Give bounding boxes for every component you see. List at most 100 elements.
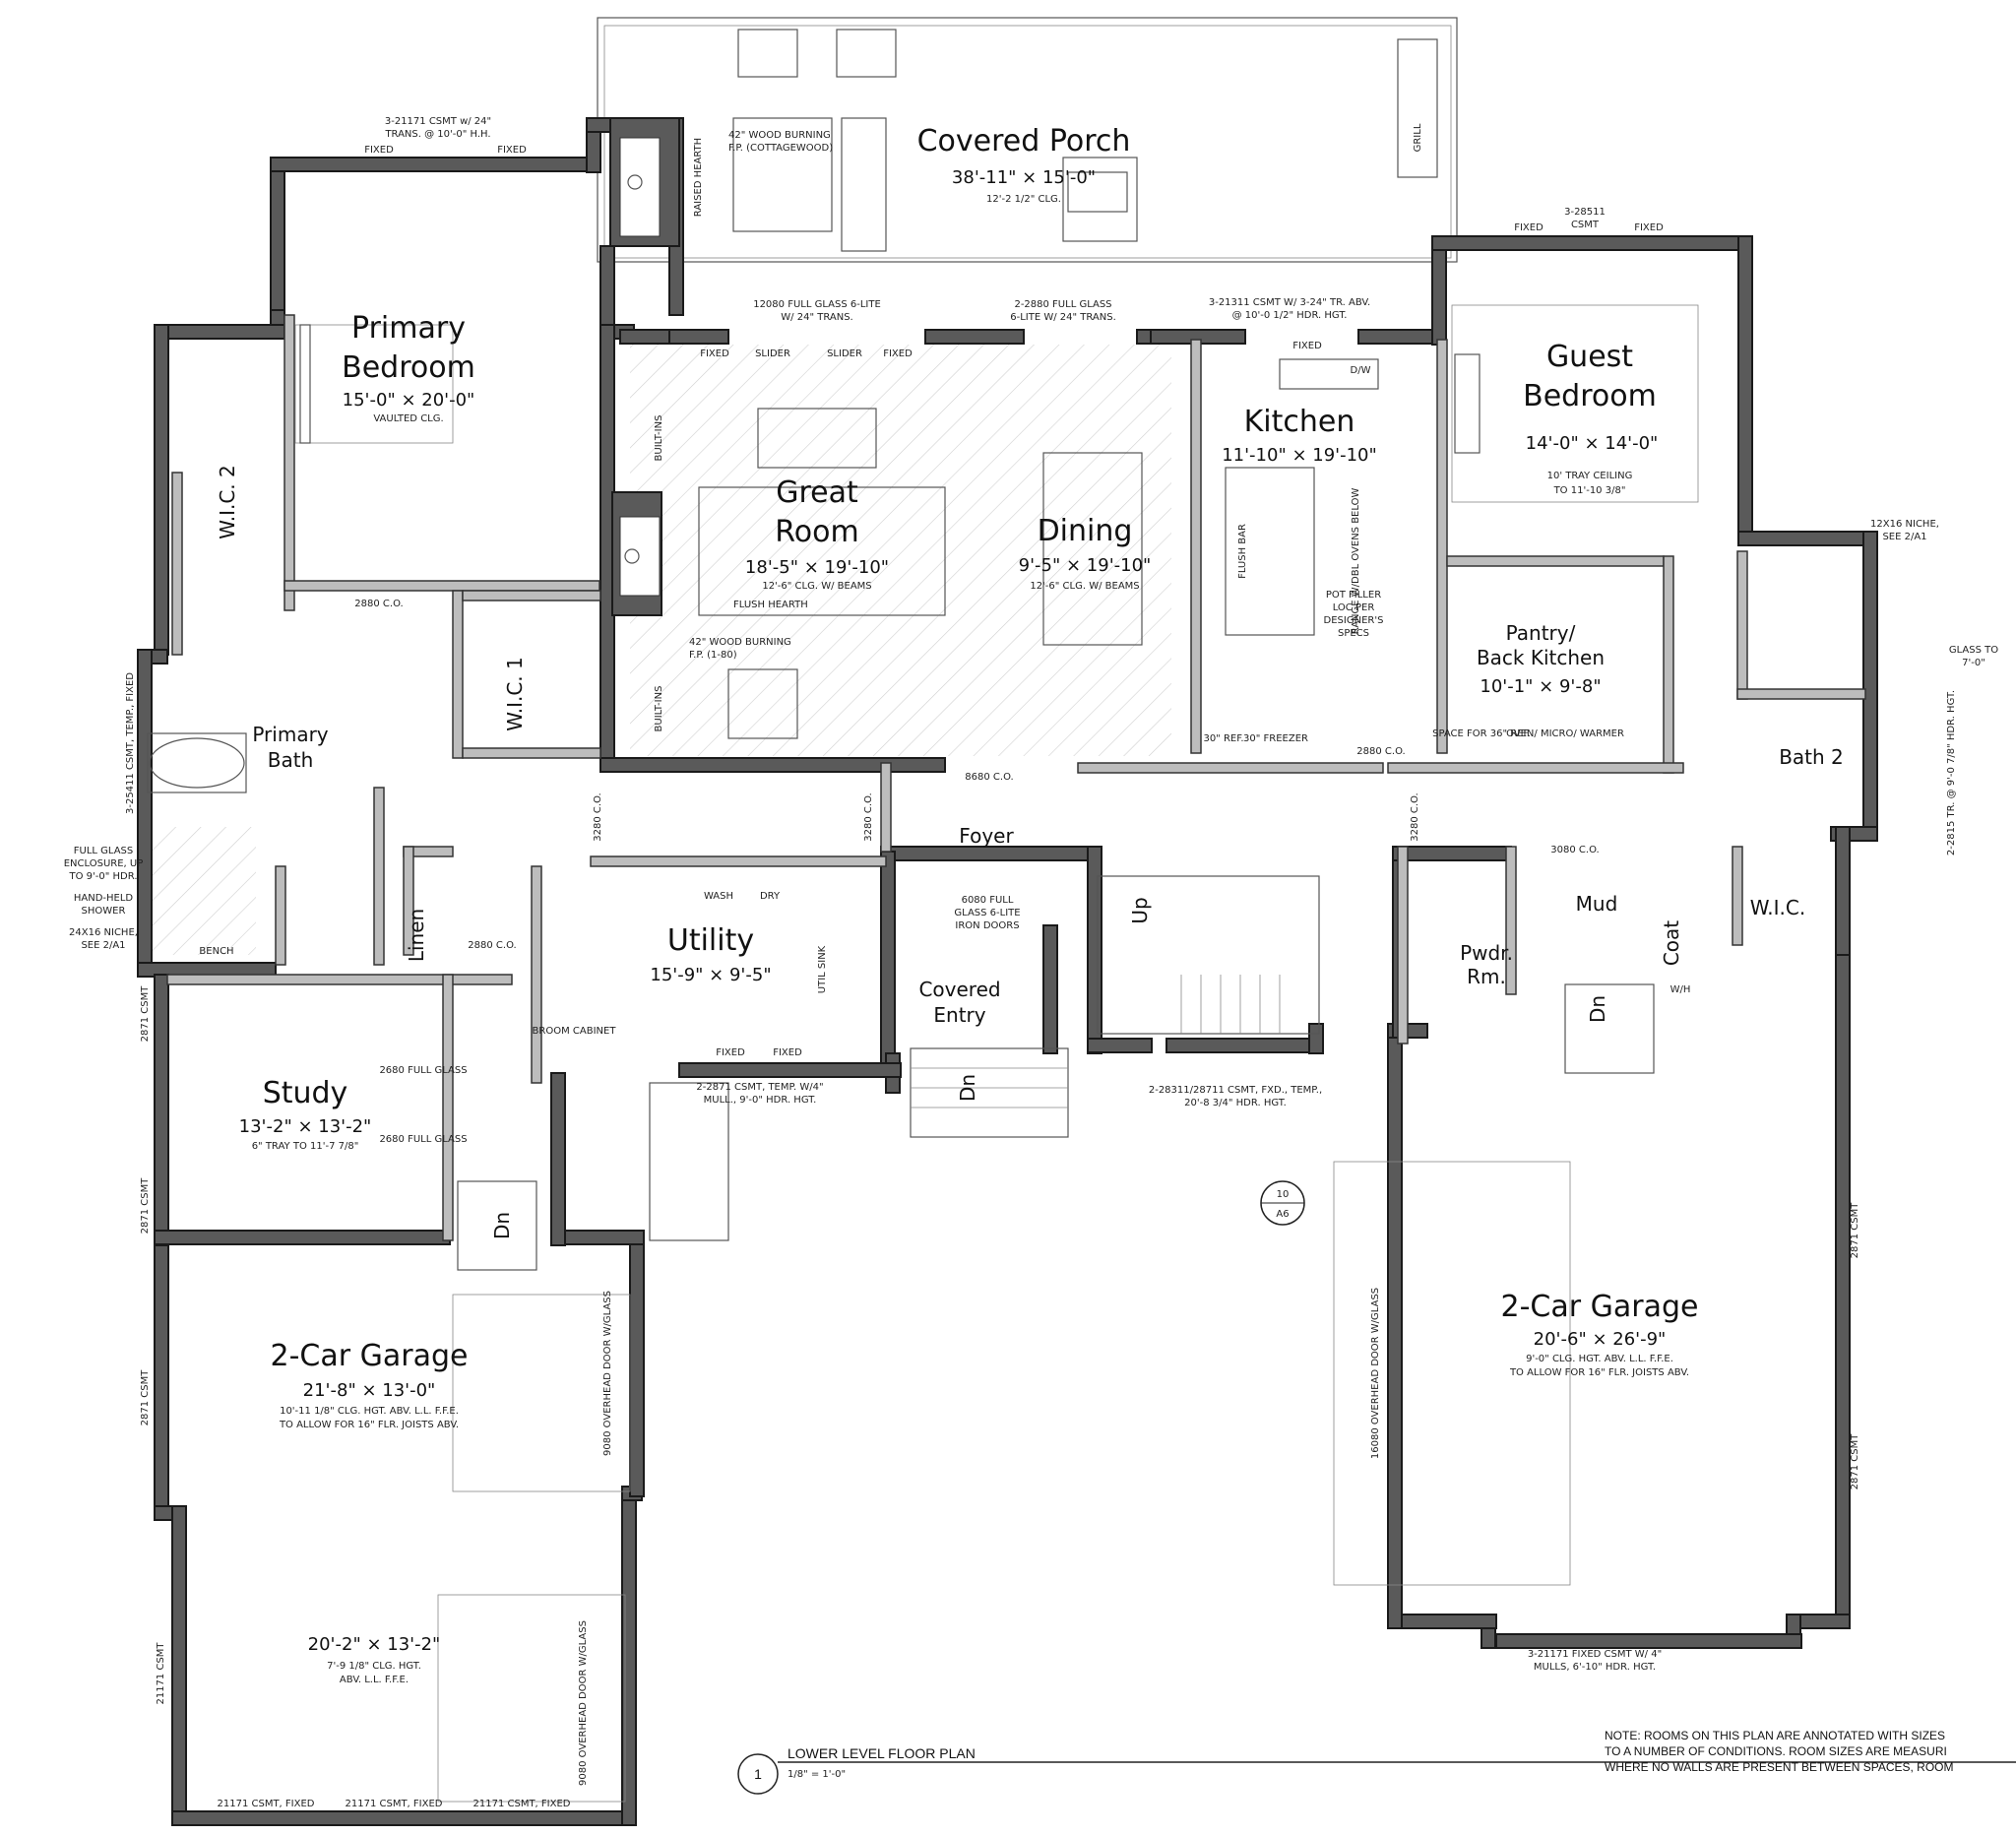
svg-text:FIXED: FIXED [716,1047,745,1058]
svg-text:3-21171 CSMT w/ 24": 3-21171 CSMT w/ 24" [385,116,491,127]
label-wic1: W.I.C. 1 [503,657,527,731]
svg-text:30" REF.: 30" REF. [1203,733,1243,744]
svg-text:10'-1" × 9'-8": 10'-1" × 9'-8" [1480,676,1601,697]
svg-text:RANGE W/DBL OVENS BELOW: RANGE W/DBL OVENS BELOW [1351,488,1361,635]
label-primary-bedroom: Primary Bedroom 15'-0" × 20'-0" VAULTED … [342,311,475,424]
svg-text:TRANS. @ 10'-0" H.H.: TRANS. @ 10'-0" H.H. [384,129,490,140]
svg-text:GLASS TO: GLASS TO [1949,645,1998,656]
svg-text:BROOM CABINET: BROOM CABINET [533,1026,617,1037]
svg-text:2871 CSMT: 2871 CSMT [140,1177,151,1235]
svg-text:Bedroom: Bedroom [342,350,475,385]
svg-text:2871 CSMT: 2871 CSMT [1850,1433,1860,1490]
svg-text:3280 C.O.: 3280 C.O. [1410,792,1420,841]
label-bath2: Bath 2 [1779,745,1844,769]
svg-text:BENCH: BENCH [199,946,233,957]
primary-bath-floor-hatch [138,827,256,955]
label-linen: Linen [405,909,428,962]
svg-text:SPACE FOR 36" REF.: SPACE FOR 36" REF. [1432,728,1531,739]
svg-text:2-28311/28711 CSMT, FXD., TEMP: 2-28311/28711 CSMT, FXD., TEMP., [1149,1085,1322,1096]
svg-text:RAISED HEARTH: RAISED HEARTH [693,138,704,217]
svg-text:24X16 NICHE,: 24X16 NICHE, [69,927,138,938]
svg-text:2880 C.O.: 2880 C.O. [1356,746,1405,757]
svg-text:12'-6" CLG. W/ BEAMS: 12'-6" CLG. W/ BEAMS [1030,581,1139,592]
svg-text:Guest: Guest [1546,340,1633,374]
svg-text:2871 CSMT: 2871 CSMT [1850,1202,1860,1259]
svg-text:FIXED: FIXED [773,1047,802,1058]
svg-text:Utility: Utility [667,923,754,958]
label-foyer: Foyer [959,824,1014,848]
svg-text:2-Car Garage: 2-Car Garage [271,1339,469,1373]
svg-text:D/W: D/W [1351,365,1371,376]
svg-text:2680 FULL GLASS: 2680 FULL GLASS [379,1134,467,1145]
great-room-furniture [698,408,946,739]
plan-note-3: WHERE NO WALLS ARE PRESENT BETWEEN SPACE… [1605,1760,1954,1774]
svg-text:A6: A6 [1276,1209,1289,1220]
svg-text:FIXED: FIXED [1514,222,1544,233]
svg-text:7'-0": 7'-0" [1962,658,1985,668]
svg-text:Dining: Dining [1038,514,1133,548]
label-study: Study 13'-2" × 13'-2" 6" TRAY TO 11'-7 7… [239,1076,372,1152]
label-mud: Mud [1576,892,1618,916]
svg-text:6-LITE W/ 24" TRANS.: 6-LITE W/ 24" TRANS. [1010,312,1116,323]
svg-text:2-Car Garage: 2-Car Garage [1501,1290,1699,1324]
label-wic2: W.I.C. 2 [216,465,239,539]
svg-text:38'-11" × 15'-0": 38'-11" × 15'-0" [952,167,1096,188]
svg-text:42" WOOD BURNING: 42" WOOD BURNING [728,130,831,141]
dining-table [1042,452,1143,646]
plan-number-bubble [737,1753,779,1795]
label-primary-bath: Primary Bath [252,723,328,772]
label-wic: W.I.C. [1750,896,1805,919]
svg-text:10: 10 [1277,1189,1290,1200]
svg-text:IRON DOORS: IRON DOORS [955,920,1019,931]
svg-text:TO 9'-0" HDR.: TO 9'-0" HDR. [68,871,137,882]
svg-text:W/ 24" TRANS.: W/ 24" TRANS. [781,312,852,323]
svg-text:Rm.: Rm. [1467,965,1506,988]
svg-text:21171 CSMT: 21171 CSMT [156,1642,166,1705]
interior-walls [166,314,1866,1241]
svg-text:2-2880 FULL GLASS: 2-2880 FULL GLASS [1014,299,1111,310]
svg-text:Bedroom: Bedroom [1523,379,1657,413]
svg-text:2-2815 TR. @ 9'-0 7/8" HDR. HG: 2-2815 TR. @ 9'-0 7/8" HDR. HGT. [1946,690,1957,855]
svg-text:7'-9 1/8" CLG. HGT.: 7'-9 1/8" CLG. HGT. [327,1661,421,1672]
svg-text:FIXED: FIXED [700,348,729,359]
svg-text:21171 CSMT, FIXED: 21171 CSMT, FIXED [473,1799,571,1809]
svg-text:Pwdr.: Pwdr. [1460,941,1513,965]
svg-text:F.P. (1-80): F.P. (1-80) [689,650,737,661]
svg-text:21171 CSMT, FIXED: 21171 CSMT, FIXED [218,1799,315,1809]
svg-text:FIXED: FIXED [364,145,394,156]
svg-text:Dn: Dn [956,1074,979,1102]
svg-text:3080 C.O.: 3080 C.O. [1550,845,1599,855]
svg-text:CSMT: CSMT [1571,220,1600,230]
svg-text:2880 C.O.: 2880 C.O. [354,599,403,609]
guest-bedroom-bed [1451,304,1699,503]
svg-text:3280 C.O.: 3280 C.O. [593,792,603,841]
svg-text:Bath: Bath [268,748,314,772]
svg-text:F.P. (COTTAGEWOOD): F.P. (COTTAGEWOOD) [728,143,833,154]
svg-text:9080 OVERHEAD DOOR W/GLASS: 9080 OVERHEAD DOOR W/GLASS [578,1620,589,1786]
svg-text:9080 OVERHEAD DOOR W/GLASS: 9080 OVERHEAD DOOR W/GLASS [602,1291,613,1456]
bath-tub [147,732,247,793]
stairs [457,875,1655,1271]
svg-text:@ 10'-0 1/2" HDR. HGT.: @ 10'-0 1/2" HDR. HGT. [1232,310,1348,321]
svg-text:VAULTED CLG.: VAULTED CLG. [373,413,443,424]
kitchen-island [1225,358,1379,636]
svg-text:20'-2" × 13'-2": 20'-2" × 13'-2" [308,1634,441,1655]
svg-text:MULL., 9'-0" HDR. HGT.: MULL., 9'-0" HDR. HGT. [704,1095,817,1106]
svg-text:Primary: Primary [351,311,466,346]
svg-text:FIXED: FIXED [1292,341,1322,351]
svg-text:8680 C.O.: 8680 C.O. [965,772,1013,783]
exterior-walls [137,117,1878,1826]
svg-text:6" TRAY TO 11'-7 7/8": 6" TRAY TO 11'-7 7/8" [252,1141,359,1152]
covered-porch-outline [597,17,1458,263]
svg-text:Up: Up [1128,897,1152,923]
svg-text:TO 11'-10 3/8": TO 11'-10 3/8" [1553,485,1626,496]
primary-bedroom-bed [294,324,454,444]
svg-text:9'-0" CLG. HGT. ABV. L.L. F.F.: 9'-0" CLG. HGT. ABV. L.L. F.F.E. [1526,1354,1673,1364]
svg-text:20'-8 3/4" HDR. HGT.: 20'-8 3/4" HDR. HGT. [1184,1098,1287,1108]
svg-text:11'-10" × 19'-10": 11'-10" × 19'-10" [1222,445,1377,466]
svg-text:9'-5" × 19'-10": 9'-5" × 19'-10" [1019,555,1152,576]
label-coat: Coat [1660,920,1683,966]
svg-text:12'-6" CLG. W/ BEAMS: 12'-6" CLG. W/ BEAMS [762,581,871,592]
label-utility: Utility 15'-9" × 9'-5" [650,923,771,985]
